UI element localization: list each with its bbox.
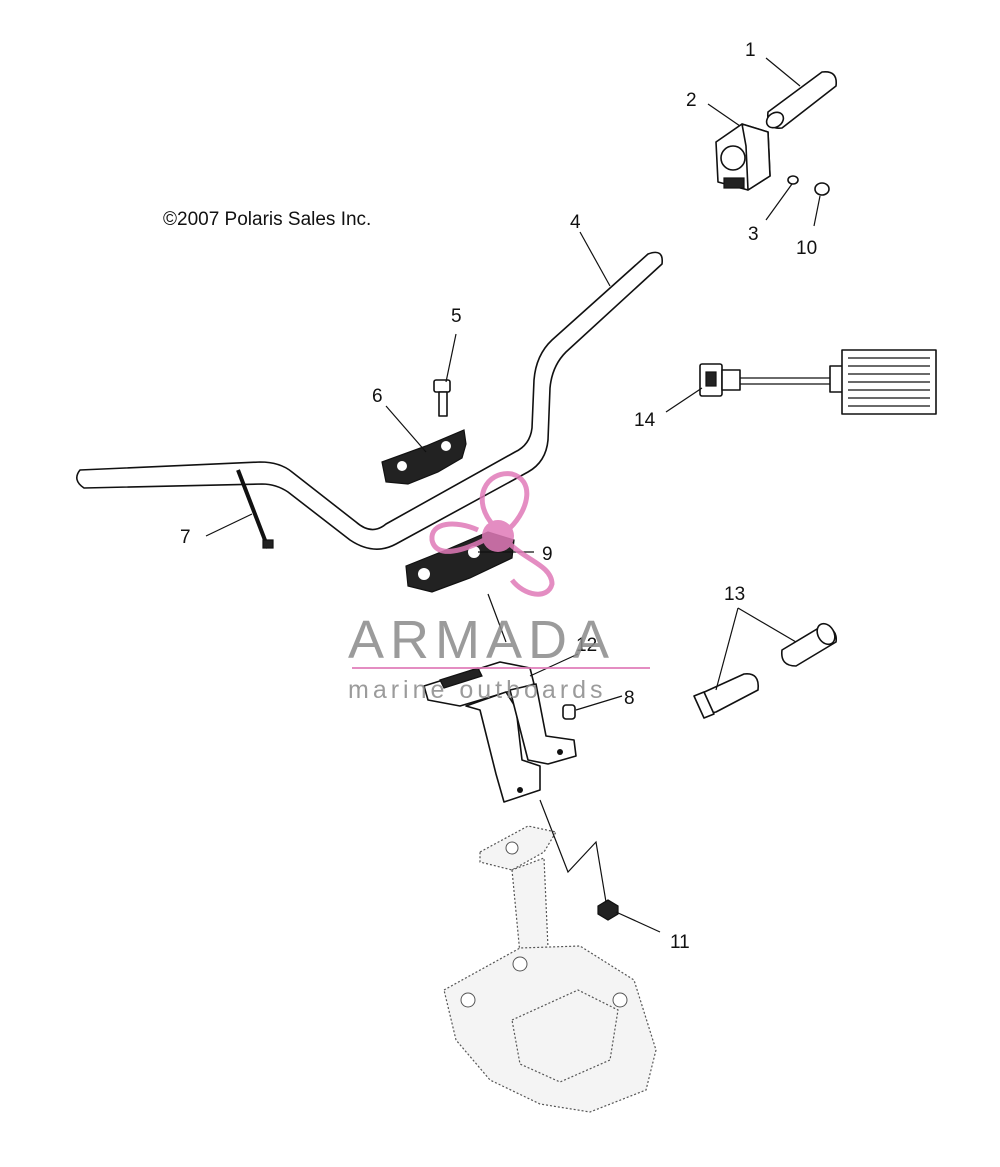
callout-10: 10 xyxy=(796,238,817,259)
part-handlebar xyxy=(76,251,664,550)
part-upper-clamp xyxy=(381,429,467,485)
watermark-brand: ARMADA xyxy=(348,610,615,670)
callout-4: 4 xyxy=(570,212,581,233)
watermark: ARMADA marine outboards xyxy=(348,471,650,704)
part-nut xyxy=(597,899,619,921)
part-bolt xyxy=(433,379,451,417)
callout-13: 13 xyxy=(724,584,745,605)
callout-14: 14 xyxy=(634,410,656,431)
callout-5: 5 xyxy=(451,306,462,327)
propeller-logo-icon xyxy=(429,471,555,597)
callout-2: 2 xyxy=(686,90,697,111)
callout-3: 3 xyxy=(748,224,759,245)
copyright-notice: ©2007 Polaris Sales Inc. xyxy=(163,209,371,230)
callout-9: 9 xyxy=(542,544,553,565)
part-cable-tie xyxy=(236,469,274,549)
part-heater-pad xyxy=(841,349,937,415)
callout-1: 1 xyxy=(745,40,756,61)
callout-numbers: 1 2 3 4 5 6 7 8 9 10 11 12 13 14 xyxy=(180,40,817,953)
part-wire-harness xyxy=(699,363,847,397)
part-small-bolt xyxy=(562,704,576,720)
part-mount-bracket xyxy=(423,661,577,803)
callout-8: 8 xyxy=(624,688,635,709)
mount-plate xyxy=(479,825,557,955)
watermark-tagline: marine outboards xyxy=(348,676,607,704)
callout-6: 6 xyxy=(372,386,383,407)
assembly-lines xyxy=(487,593,607,903)
part-screw xyxy=(787,175,799,185)
part-grip xyxy=(765,70,838,129)
callout-7: 7 xyxy=(180,527,191,548)
part-throttle-housing xyxy=(715,123,771,191)
steering-base xyxy=(443,945,657,1113)
callout-12: 12 xyxy=(576,635,597,656)
part-switch-sleeve xyxy=(693,673,760,719)
part-switch-plug xyxy=(780,622,838,667)
callout-11: 11 xyxy=(670,932,690,953)
part-cap xyxy=(814,182,830,196)
callout-leaders xyxy=(205,57,821,933)
